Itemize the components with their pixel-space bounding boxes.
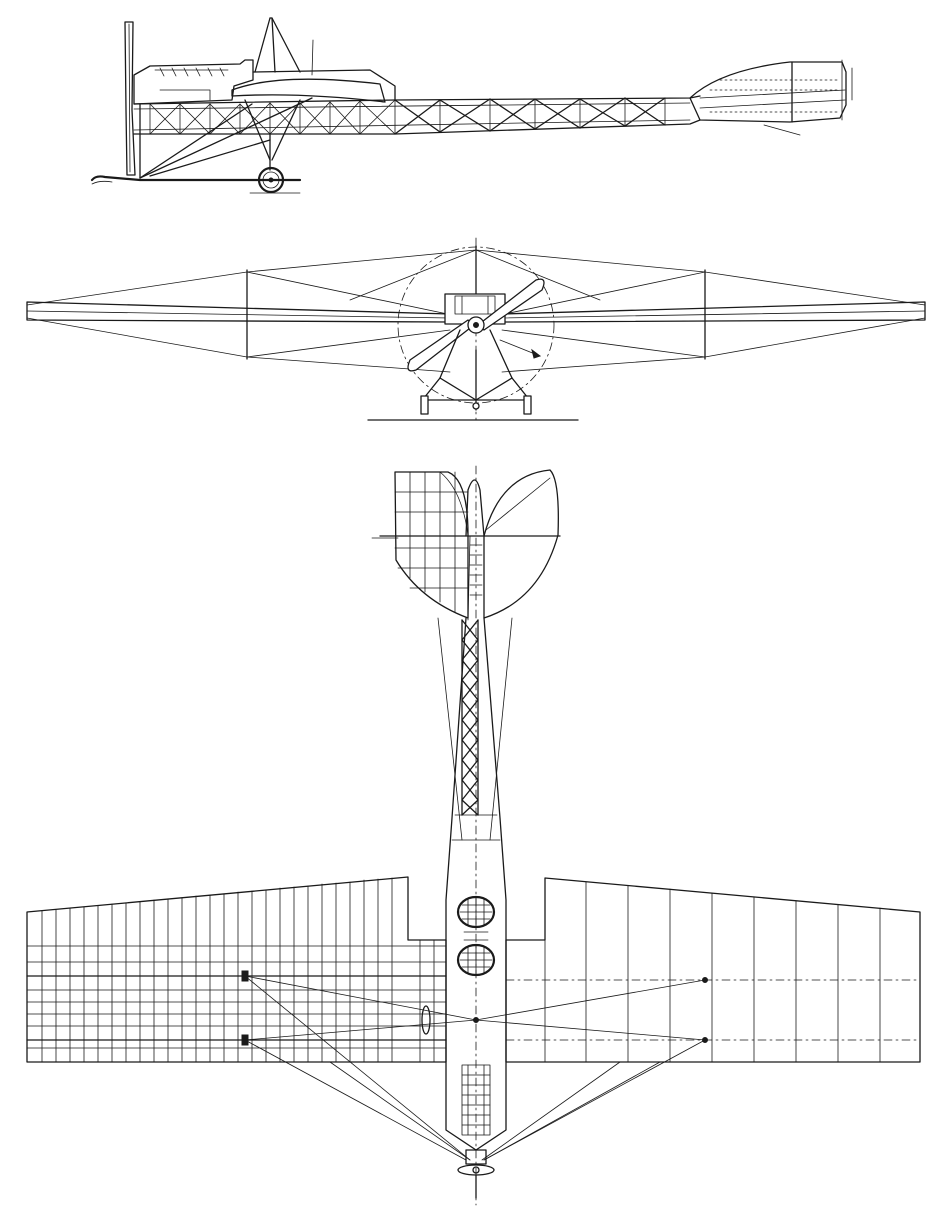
wing-struts-front [246, 245, 706, 360]
tailplane-plan [371, 469, 561, 621]
bracing-wires-front [26, 249, 926, 373]
fuselage-rear-truss [394, 97, 666, 135]
tail-side [689, 59, 853, 136]
wheels-front [420, 395, 532, 415]
strut-attach-points [241, 970, 708, 1046]
propeller-side [124, 21, 136, 176]
right-wing-plan [505, 877, 921, 1063]
bracing-plan [244, 975, 706, 1161]
fuselage-truss [149, 97, 666, 135]
wing-side-section [231, 78, 386, 103]
landing-gear-side [139, 97, 313, 179]
propeller-front [407, 278, 545, 372]
fuselage-plan [437, 617, 513, 1151]
turtle-deck [252, 69, 396, 101]
landing-gear-front [423, 329, 529, 411]
fuselage-longerons [133, 95, 701, 135]
engine-cowling [133, 59, 254, 105]
wheel-side [257, 166, 285, 194]
plan-view [26, 465, 921, 1206]
landing-skid [90, 175, 302, 182]
front-view [26, 237, 926, 421]
cabane-pylon [254, 17, 314, 76]
side-view [90, 17, 853, 194]
left-wing-plan [26, 876, 447, 1063]
